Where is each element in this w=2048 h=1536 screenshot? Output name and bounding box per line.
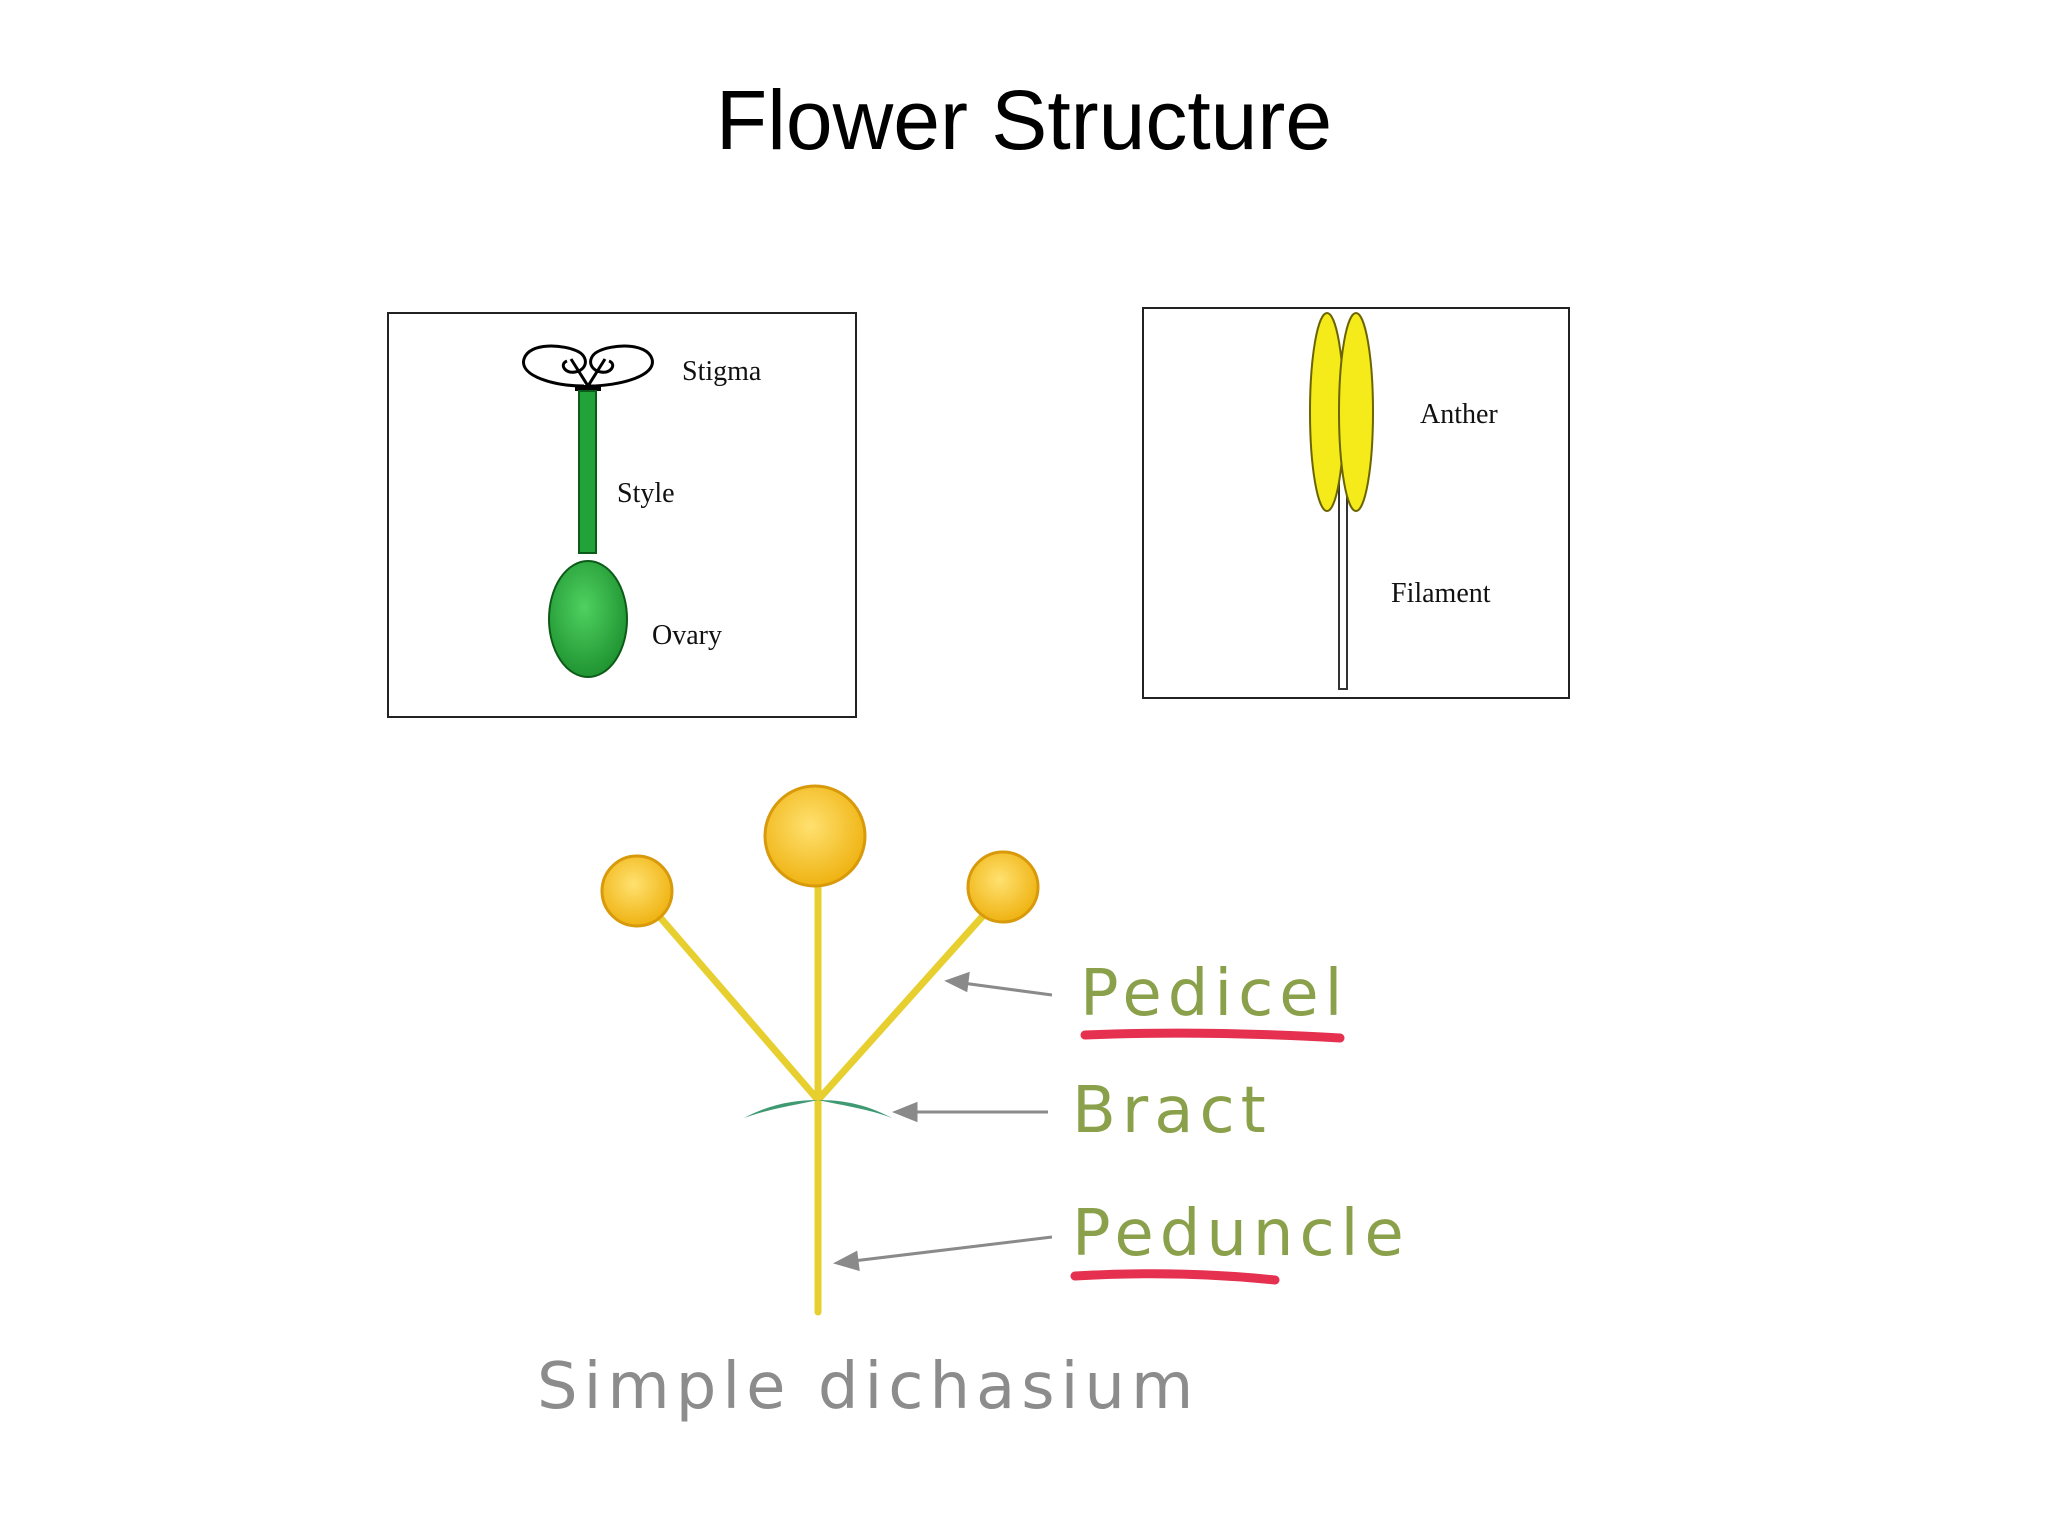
left-pedicel: [648, 904, 822, 1104]
anther-label: Anther: [1420, 399, 1498, 430]
ovary-label: Ovary: [652, 620, 722, 651]
right-pedicel: [814, 904, 994, 1104]
style-label: Style: [617, 478, 675, 509]
style-shape: [578, 390, 597, 554]
anther-lobe-right: [1338, 312, 1374, 512]
bract-label: Bract: [1072, 1074, 1272, 1148]
peduncle-label: Peduncle: [1072, 1197, 1410, 1271]
bract-arrowhead: [891, 1101, 918, 1123]
pistil-diagram-panel: Stigma Style Ovary: [387, 312, 857, 718]
stamen-diagram-panel: Anther Filament: [1142, 307, 1570, 699]
stigma-label: Stigma: [682, 356, 762, 387]
pedicel-underline: [1080, 1028, 1345, 1043]
flower-head-center: [763, 784, 867, 888]
pedicel-label: Pedicel: [1080, 957, 1348, 1031]
peduncle-arrowhead: [832, 1250, 860, 1272]
slide-title: Flower Structure: [715, 73, 1333, 167]
pistil-diagram: Stigma Style Ovary: [522, 344, 762, 678]
pedicel-arrow: [954, 980, 1053, 997]
flower-head-right: [966, 850, 1040, 924]
stigma-base: [575, 385, 601, 391]
peduncle-underline: [1070, 1269, 1280, 1285]
flower-head-left: [600, 854, 674, 928]
stalks: [648, 836, 994, 1316]
peduncle-arrow: [844, 1235, 1053, 1264]
ovary-shape: [548, 560, 628, 678]
filament-label: Filament: [1391, 578, 1491, 609]
pedicel-arrowhead: [944, 971, 970, 993]
stigma-shape: [522, 344, 654, 389]
diagram-caption: Simple dichasium: [537, 1350, 1199, 1424]
stamen-diagram: Anther Filament: [1309, 312, 1498, 690]
bract-right: [818, 1100, 892, 1118]
pointer-arrows: [832, 971, 1053, 1272]
bract-left: [744, 1100, 818, 1118]
